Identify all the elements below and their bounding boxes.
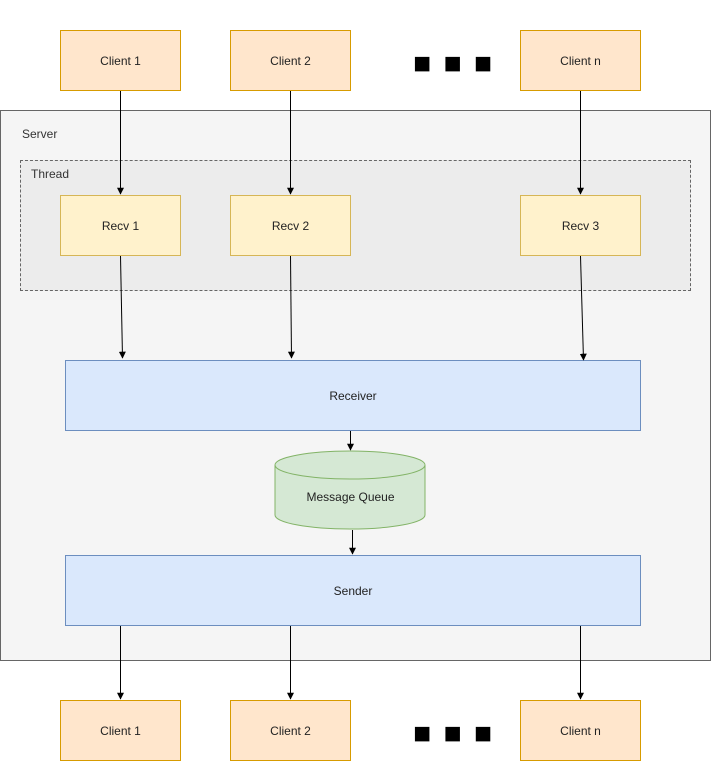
client-bottom-1[interactable]: Client 1 (60, 700, 181, 761)
message-queue-label: Message Queue (306, 490, 395, 504)
edge-recv3-receiver (579, 255, 587, 361)
recv-1[interactable]: Recv 1 (60, 195, 181, 256)
thread-label: Thread (31, 167, 70, 181)
edge-recv1-receiver (118, 255, 126, 359)
server-label: Server (22, 127, 58, 141)
edge-recv2-receiver (287, 255, 295, 359)
client-top-1[interactable]: Client 1 (60, 30, 181, 91)
client-top-2[interactable]: Client 2 (230, 30, 351, 91)
ellipsis-bottom: ■ ■ ■ (413, 717, 495, 750)
ellipsis-top: ■ ■ ■ (413, 47, 495, 80)
recv-2[interactable]: Recv 2 (230, 195, 351, 256)
sender-box[interactable]: Sender (65, 555, 641, 626)
message-queue-cylinder[interactable] (274, 450, 426, 530)
client-top-n[interactable]: Client n (520, 30, 641, 91)
recv-3[interactable]: Recv 3 (520, 195, 641, 256)
client-bottom-2[interactable]: Client 2 (230, 700, 351, 761)
receiver-box[interactable]: Receiver (65, 360, 641, 431)
client-bottom-n[interactable]: Client n (520, 700, 641, 761)
